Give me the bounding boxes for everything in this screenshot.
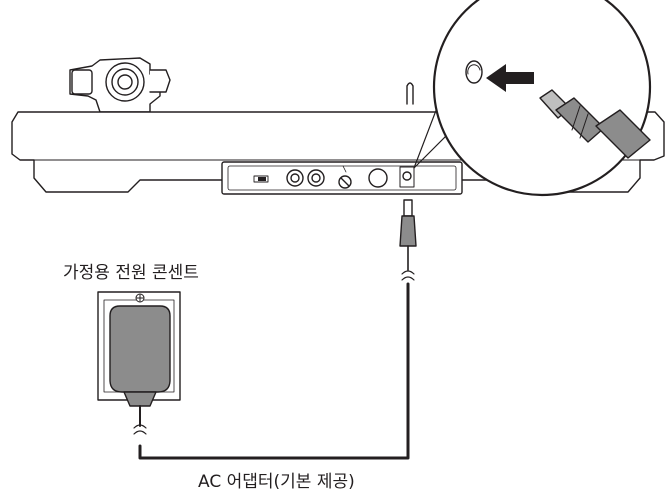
rear-panel — [221, 161, 463, 195]
outlet-label: 가정용 전원 콘센트 — [63, 263, 199, 283]
zoom-callout — [413, 0, 652, 197]
dc-plug — [539, 89, 651, 159]
adapter-label: AC 어댑터(기본 제공) — [198, 472, 355, 492]
tonearm-base — [69, 57, 171, 113]
deck-post — [406, 82, 414, 105]
ac-adapter — [109, 305, 171, 435]
insert-arrow-icon — [486, 64, 534, 92]
dc-cable — [138, 199, 417, 460]
